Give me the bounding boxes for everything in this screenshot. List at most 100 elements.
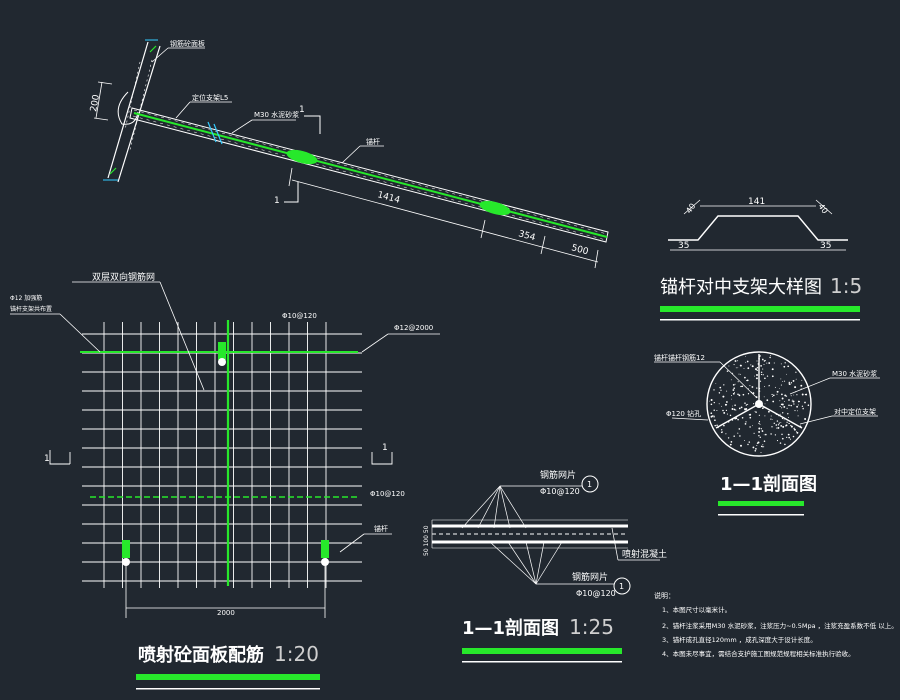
grout-dot (763, 434, 765, 436)
grout-dot (788, 436, 790, 439)
grout-dot (726, 370, 729, 372)
grout-dot (744, 402, 746, 404)
slab-title: 1—1剖面图 1:25 (462, 615, 614, 639)
grout-dot (771, 419, 773, 420)
grout-dot (794, 410, 796, 412)
grout-dot (746, 360, 749, 363)
notes-item-4: 4、本图未尽事宜，需结合支护施工图规范规程相关标准执行验收。 (662, 649, 855, 658)
grout-dot (764, 403, 766, 405)
grout-dot (766, 362, 768, 364)
grout-dot (788, 422, 790, 424)
dim-200-text: 200 (89, 94, 102, 113)
slab-section: 50 100 50 1 1 钢筋网片 Φ10@120 钢筋网片 Φ10@120 … (423, 469, 667, 663)
grout-dot (788, 404, 790, 407)
bracket-dim-40b: 40 (816, 202, 829, 216)
grout-dot (797, 415, 799, 417)
bracket-dim-141: 141 (748, 197, 765, 207)
grout-dot (792, 399, 794, 401)
grout-dot (741, 417, 744, 419)
grout-dot (807, 404, 810, 406)
grout-dot (804, 418, 807, 420)
grout-dot (781, 403, 784, 406)
grout-dot (759, 436, 761, 438)
grout-dot (764, 359, 766, 361)
grout-dot (772, 400, 775, 403)
bolt-body (129, 107, 609, 243)
grout-dot (796, 405, 798, 408)
grout-dot (720, 431, 723, 434)
grout-dot (781, 437, 784, 440)
grout-dot (737, 381, 739, 383)
grout-dot (738, 373, 740, 375)
grout-dot (787, 413, 789, 415)
panel-width-dim: 2000 (217, 609, 235, 617)
grout-dot (737, 360, 739, 362)
grout-dot (792, 435, 795, 438)
grout-dot (787, 422, 789, 424)
grout-dot (787, 365, 790, 368)
grout-dot (804, 394, 806, 396)
grout-dot (746, 379, 749, 382)
grout-dot (726, 390, 728, 392)
slab-spec-top: Φ10@120 (540, 487, 580, 496)
grout-dot (764, 433, 767, 436)
grout-dot (740, 406, 743, 409)
grout-dot (772, 395, 774, 397)
grout-dot (775, 424, 778, 426)
grout-dot (754, 449, 757, 452)
grout-dot (710, 403, 713, 406)
panel-section-mark-left: 1 (44, 454, 50, 464)
grout-dot (745, 361, 747, 363)
grout-dot (762, 444, 764, 446)
anchor-heads (122, 342, 329, 566)
grout-dot (792, 379, 795, 382)
grout-dot (789, 438, 792, 440)
grout-dot (756, 442, 758, 444)
grout-dot (758, 427, 761, 430)
grout-dot (782, 380, 784, 382)
grout-dot (802, 407, 804, 409)
slab-title-main: 1—1剖面图 (462, 617, 559, 639)
grout-dot (773, 422, 776, 425)
grout-dot (796, 410, 798, 412)
label-centering: 定位支架L5 (192, 93, 228, 102)
grout-dot (784, 362, 786, 364)
grout-dot (787, 417, 789, 418)
grout-dot (745, 356, 746, 357)
slab-concrete: 喷射混凝土 (622, 548, 667, 560)
grout-dot (742, 393, 745, 396)
grout-dot (733, 408, 736, 411)
grout-dot (730, 398, 732, 400)
grout-dot (780, 422, 782, 424)
grout-dot (740, 444, 742, 447)
slab-title-scale: 1:25 (569, 615, 614, 639)
grout-dot (795, 378, 797, 380)
grout-dot (756, 369, 758, 372)
grout-dot (751, 386, 754, 388)
grout-dot (744, 440, 746, 441)
grout-dot (763, 446, 765, 448)
grout-dot (800, 384, 803, 387)
grout-dot (754, 375, 756, 377)
grout-dot (758, 430, 761, 433)
grout-dot (804, 401, 806, 404)
section-mark-top: 1 1 (274, 105, 321, 206)
bracket-title-bar (660, 306, 860, 312)
grout-dot (728, 365, 730, 367)
grout-dot (766, 375, 769, 377)
grout-dot (771, 426, 773, 428)
grout-dot (714, 419, 716, 422)
grout-dot (710, 399, 713, 401)
grout-dot (726, 413, 728, 415)
grout-dot (755, 377, 758, 380)
grout-dot (786, 421, 788, 423)
grout-dot (720, 389, 722, 391)
grout-dot (734, 383, 736, 385)
grout-speckle (708, 355, 810, 453)
grout-dot (746, 380, 747, 382)
grout-dot (721, 405, 723, 407)
grout-dot (722, 409, 724, 412)
panel-label-top-right: Φ12@2000 (394, 324, 433, 332)
grout-dot (745, 408, 748, 410)
slab-spec-bottom: Φ10@120 (576, 589, 616, 598)
